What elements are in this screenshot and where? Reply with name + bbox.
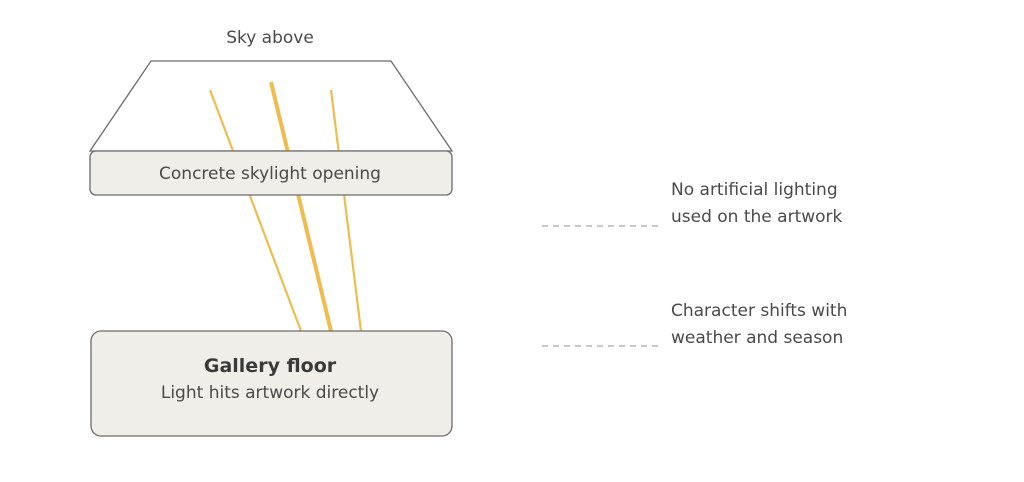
- note-line: Character shifts with: [671, 301, 848, 321]
- note-line: No artificial lighting: [671, 180, 838, 200]
- floor-title: Gallery floor: [203, 355, 337, 377]
- light-ray-center: [269, 81, 333, 332]
- floor-subtitle: Light hits artwork directly: [160, 383, 380, 403]
- sky-label: Sky above: [226, 28, 314, 48]
- note-line: used on the artwork: [671, 207, 843, 227]
- note-character-shifts: Character shifts with weather and season: [671, 298, 847, 352]
- opening-label: Concrete skylight opening: [159, 164, 381, 184]
- note-no-artificial-lighting: No artificial lighting used on the artwo…: [671, 177, 842, 231]
- skylight-funnel: [88, 60, 454, 152]
- concrete-opening-box: [89, 150, 453, 196]
- note-line: weather and season: [671, 328, 844, 348]
- gallery-floor-box: [90, 330, 453, 437]
- light-ray-right: [329, 89, 363, 332]
- light-ray-left: [208, 89, 303, 332]
